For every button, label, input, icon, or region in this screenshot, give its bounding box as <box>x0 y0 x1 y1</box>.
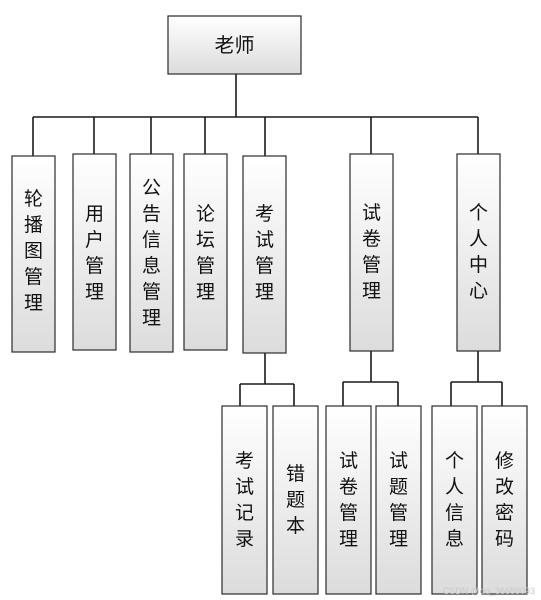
paper-children-connector <box>342 351 399 406</box>
module-label-notices: 公告信息管理 <box>142 177 161 329</box>
exam-children-connector <box>239 353 295 406</box>
module-label-carousel: 轮播图管理 <box>24 188 43 314</box>
child-node-paper-management: 试卷管理 <box>325 405 372 595</box>
child-node-question-management: 试题管理 <box>375 405 422 595</box>
module-label-papers: 试卷管理 <box>362 202 381 302</box>
module-label-users: 用户管理 <box>85 203 104 303</box>
watermark: CSDN @qq_36688093 <box>442 586 535 596</box>
child-node-change-password: 修改密码 <box>481 405 528 595</box>
child-label-exam-records: 考试记录 <box>235 450 254 550</box>
child-label-change-password: 修改密码 <box>495 450 514 550</box>
module-label-exams: 考试管理 <box>255 203 274 303</box>
root-node: 老师 <box>167 15 302 75</box>
module-node-exams: 考试管理 <box>242 155 287 354</box>
module-node-users: 用户管理 <box>72 153 117 351</box>
module-node-notices: 公告信息管理 <box>129 153 174 353</box>
module-node-forum: 论坛管理 <box>183 153 228 351</box>
module-node-carousel: 轮播图管理 <box>11 155 56 353</box>
child-label-personal-info: 个人信息 <box>445 450 464 550</box>
module-label-personal-center: 个人中心 <box>469 202 488 302</box>
module-label-forum: 论坛管理 <box>196 203 215 303</box>
child-node-personal-info: 个人信息 <box>431 405 478 595</box>
module-node-papers: 试卷管理 <box>349 153 394 352</box>
child-node-exam-records: 考试记录 <box>221 405 268 595</box>
child-label-wrong-questions: 错题本 <box>286 463 305 537</box>
root-label: 老师 <box>215 33 255 57</box>
personal-children-connector <box>450 351 503 406</box>
child-label-paper-management: 试卷管理 <box>339 450 358 550</box>
child-node-wrong-questions: 错题本 <box>272 405 319 595</box>
connectors <box>32 74 503 406</box>
child-label-question-management: 试题管理 <box>389 450 408 550</box>
module-node-personal-center: 个人中心 <box>456 153 501 352</box>
